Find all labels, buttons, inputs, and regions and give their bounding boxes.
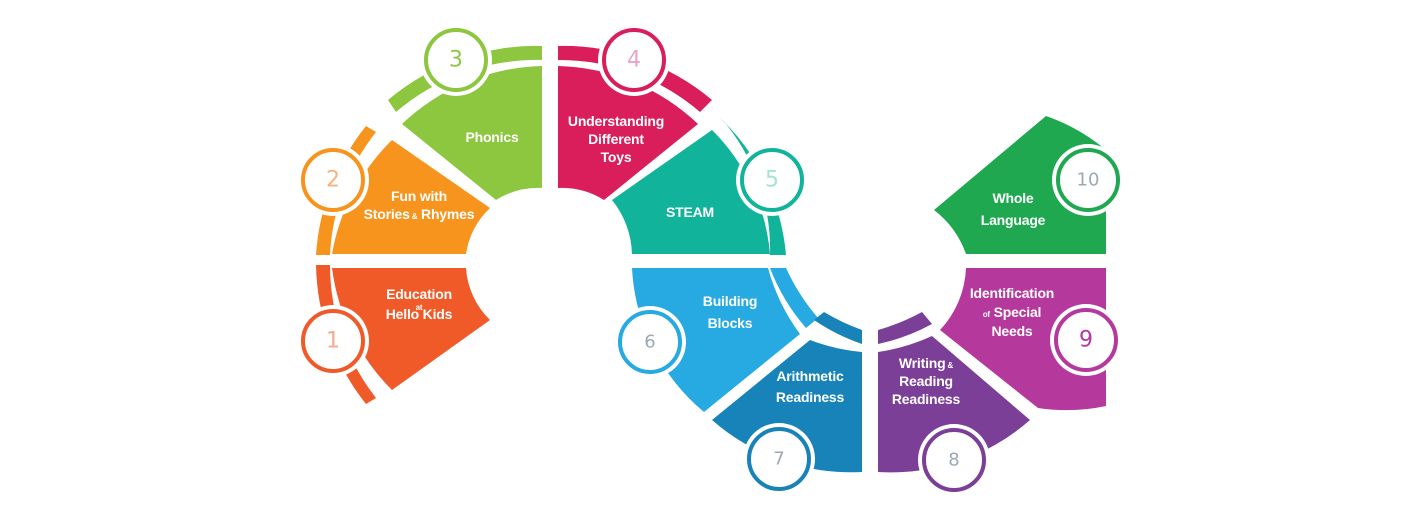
step-number: 2 bbox=[326, 168, 340, 193]
step-6-outer-band bbox=[770, 268, 818, 328]
step-number: 8 bbox=[948, 450, 959, 471]
step-9-shape bbox=[940, 268, 1106, 411]
step-9-number-badge: 9 bbox=[1050, 304, 1122, 376]
step-number: 6 bbox=[644, 332, 655, 353]
step-4-number-badge: 4 bbox=[598, 24, 670, 96]
step-10-number-badge: 10 bbox=[1052, 144, 1124, 216]
step-5-segment bbox=[612, 116, 786, 255]
badge-ring bbox=[1054, 308, 1118, 372]
step-6-segment bbox=[632, 268, 818, 412]
step-3-number-badge: 3 bbox=[420, 24, 492, 96]
step-1-shape bbox=[332, 268, 490, 390]
step-1-outer-band bbox=[316, 265, 376, 404]
step-3-segment bbox=[388, 45, 542, 200]
badge-ring bbox=[922, 428, 986, 492]
step-10-shape bbox=[934, 116, 1106, 254]
step-number: 9 bbox=[1079, 328, 1093, 353]
step-number: 1 bbox=[326, 329, 340, 354]
step-number: 4 bbox=[627, 48, 641, 73]
step-5-shape bbox=[612, 130, 770, 254]
step-8-shape bbox=[878, 336, 1030, 473]
step-2-outer-band bbox=[316, 126, 376, 255]
step-3-shape bbox=[402, 66, 542, 200]
step-2-segment bbox=[316, 126, 490, 255]
badge-ring bbox=[301, 148, 365, 212]
step-7-outer-band bbox=[814, 312, 862, 344]
badge-ring bbox=[1056, 148, 1120, 212]
step-10-segment bbox=[934, 116, 1106, 254]
badge-ring bbox=[747, 427, 811, 491]
step-2-shape bbox=[332, 140, 490, 254]
step-6-number-badge: 6 bbox=[614, 306, 686, 378]
step-number: 3 bbox=[449, 48, 463, 73]
badge-ring bbox=[618, 310, 682, 374]
step-number: 10 bbox=[1077, 170, 1100, 191]
step-2-number-badge: 2 bbox=[297, 144, 369, 216]
badge-ring bbox=[740, 148, 804, 212]
step-1-segment bbox=[316, 265, 490, 404]
step-3-outer-band bbox=[388, 45, 542, 113]
badge-ring bbox=[602, 28, 666, 92]
step-5-outer-band bbox=[718, 116, 786, 255]
step-8-number-badge: 8 bbox=[918, 424, 990, 496]
step-4-shape bbox=[558, 66, 698, 200]
step-number: 5 bbox=[765, 168, 779, 193]
badge-ring bbox=[301, 309, 365, 373]
step-6-shape bbox=[632, 268, 800, 412]
step-8-outer-band bbox=[878, 312, 932, 344]
step-4-segment bbox=[558, 45, 712, 200]
badge-ring bbox=[424, 28, 488, 92]
step-1-number-badge: 1 bbox=[297, 305, 369, 377]
step-5-number-badge: 5 bbox=[736, 144, 808, 216]
step-9-segment bbox=[940, 268, 1106, 411]
step-4-outer-band bbox=[558, 45, 712, 112]
step-5-label: STEAM bbox=[666, 204, 714, 220]
step-3-label: Phonics bbox=[465, 129, 518, 145]
step-8-segment bbox=[878, 312, 1030, 473]
step-7-number-badge: 7 bbox=[743, 423, 815, 495]
step-number: 7 bbox=[773, 449, 784, 470]
